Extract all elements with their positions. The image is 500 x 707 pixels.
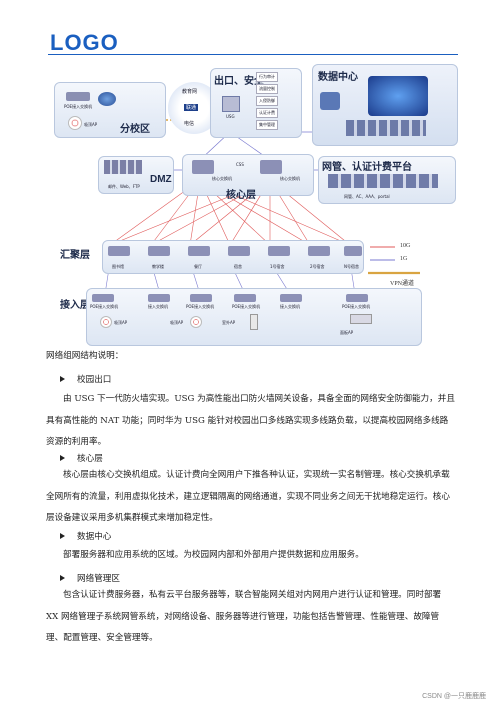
- access-label-4: POE接入交换机: [232, 304, 261, 309]
- agg-label-6: 2号宿舍: [310, 264, 325, 269]
- agg-switch-1: [108, 246, 130, 256]
- csdn-watermark: CSDN @一只鹿鹿鹿: [422, 693, 486, 700]
- ap-label-2: 吸顶AP: [170, 320, 184, 325]
- netmgmt-zone-label: 网管、认证计费平台: [322, 162, 412, 173]
- egress-tag-flow: 流量控制: [256, 84, 278, 94]
- access-layer-label: 接入层: [60, 300, 90, 311]
- datacenter-zone-label: 数据中心: [318, 72, 358, 83]
- access-switch-1: [92, 294, 114, 302]
- core-switch-1-label: 核心交换机: [212, 176, 232, 181]
- access-switch-2: [148, 294, 170, 302]
- egress-tag-billing: 认证计费: [256, 108, 278, 118]
- agg-switch-7: [344, 246, 362, 256]
- campus-ap-icon: [68, 116, 82, 130]
- agg-label-5: 1号宿舍: [270, 264, 285, 269]
- intro-text: 网络组网结构说明：: [46, 351, 124, 361]
- agg-label-2: 教学楼: [152, 264, 164, 269]
- datacenter-screen: [368, 76, 428, 116]
- section-core-heading: 核心层: [60, 452, 103, 464]
- campus-ap-label: 吸顶AP: [84, 122, 98, 127]
- campus-router-icon: [98, 92, 116, 106]
- agg-switch-2: [148, 246, 170, 256]
- agg-switch-6: [308, 246, 330, 256]
- campus-switch-label: POE接入交换机: [64, 104, 93, 109]
- core-switch-2: [260, 160, 282, 174]
- access-label-2: 接入交换机: [148, 304, 168, 309]
- section-egress-text: 由 USG 下一代防火墙实现。USG 为高性能出口防火墙网关设备，具备全面的网络…: [46, 394, 455, 447]
- legend-1g: 1G: [400, 256, 408, 262]
- egress-tag-central: 集中管理: [256, 120, 278, 130]
- bullet-arrow-icon: [60, 455, 65, 461]
- egress-tag-ips: 入侵防御: [256, 96, 278, 106]
- section-core-text: 核心层由核心交换机组成。认证计费向全网用户下推各种认证，实现统一实名制管理。核心…: [46, 470, 450, 523]
- core-css-label: CSS: [236, 162, 244, 167]
- aggregation-layer-label: 汇聚层: [60, 250, 90, 261]
- campus-switch-icon: [66, 92, 90, 101]
- access-label-3: POE接入交换机: [186, 304, 215, 309]
- section-dc-text: 部署服务器和应用系统的区域。为校园网内部和外部用户提供数据和应用服务。: [63, 550, 364, 560]
- access-switch-4: [234, 294, 256, 302]
- ap-icon-2: [190, 316, 202, 328]
- section-mgmt-text: 包含认证计费服务器，私有云平台服务器等，联合智能网关组对内网用户进行认证和管理。…: [46, 590, 442, 643]
- agg-switch-5: [268, 246, 290, 256]
- ap-label-4: 面板AP: [340, 330, 354, 335]
- usg-label: USG: [226, 114, 235, 119]
- agg-switch-3: [188, 246, 210, 256]
- agg-label-7: N号宿舍: [344, 264, 359, 269]
- cloud-label-edu: 教育网: [182, 89, 198, 95]
- section-mgmt-heading: 网络管理区: [60, 572, 120, 584]
- dmz-zone-label: DMZ: [150, 174, 172, 185]
- access-label-6: POE接入交换机: [342, 304, 371, 309]
- bullet-arrow-icon: [60, 533, 65, 539]
- bullet-arrow-icon: [60, 376, 65, 382]
- agg-label-1: 图书馆: [112, 264, 124, 269]
- agg-label-3: 餐厅: [194, 264, 202, 269]
- section-dc-heading: 数据中心: [60, 530, 111, 542]
- legend-10g: 10G: [400, 243, 411, 249]
- ap-label-1: 吸顶AP: [114, 320, 128, 325]
- network-diagram: POE接入交换机 吸顶AP 分校区 教育网 联通 电信 出口、安全 USG 行为…: [50, 62, 460, 348]
- cloud-label-unicom: 联通: [184, 104, 199, 111]
- core-switch-2-label: 核心交换机: [280, 176, 300, 181]
- ap-icon-4: [350, 314, 372, 324]
- egress-tag-audit: 行为审计: [256, 72, 278, 82]
- core-zone-label: 核心层: [226, 190, 256, 201]
- access-switch-6: [346, 294, 368, 302]
- access-switch-3: [190, 294, 212, 302]
- legend-vpn: VPN通道: [390, 281, 415, 287]
- agg-label-4: 宿舍: [234, 264, 242, 269]
- campus-zone-label: 分校区: [120, 124, 150, 135]
- access-label-1: POE接入交换机: [90, 304, 119, 309]
- logo: LOGO: [50, 30, 119, 55]
- section-egress-title: 校园出口: [77, 375, 112, 385]
- agg-switch-4: [228, 246, 250, 256]
- access-switch-5: [280, 294, 302, 302]
- section-egress-heading: 校园出口: [60, 373, 111, 385]
- netmgmt-caption: 网管、AC、AAA、portal: [344, 194, 390, 199]
- ap-label-3: 室外AP: [222, 320, 236, 325]
- egress-zone-label: 出口、安全: [214, 76, 264, 87]
- dmz-caption: 邮件、Web、FTP: [108, 184, 140, 189]
- section-dc-title: 数据中心: [77, 532, 112, 542]
- cloud-label-telecom: 电信: [184, 121, 195, 127]
- netmgmt-servers: [328, 174, 438, 188]
- datacenter-servers: [346, 120, 426, 136]
- dmz-servers: [104, 160, 142, 174]
- header-divider: [48, 54, 458, 55]
- section-mgmt-title: 网络管理区: [77, 574, 120, 584]
- datacenter-router-icon: [320, 92, 340, 110]
- access-label-5: 接入交换机: [280, 304, 300, 309]
- usg-firewall-icon: [222, 96, 240, 112]
- ap-icon-1: [100, 316, 112, 328]
- ap-icon-3: [250, 314, 258, 330]
- aggregation-zone: [102, 240, 364, 274]
- section-core-title: 核心层: [77, 454, 103, 464]
- core-switch-1: [192, 160, 214, 174]
- bullet-arrow-icon: [60, 575, 65, 581]
